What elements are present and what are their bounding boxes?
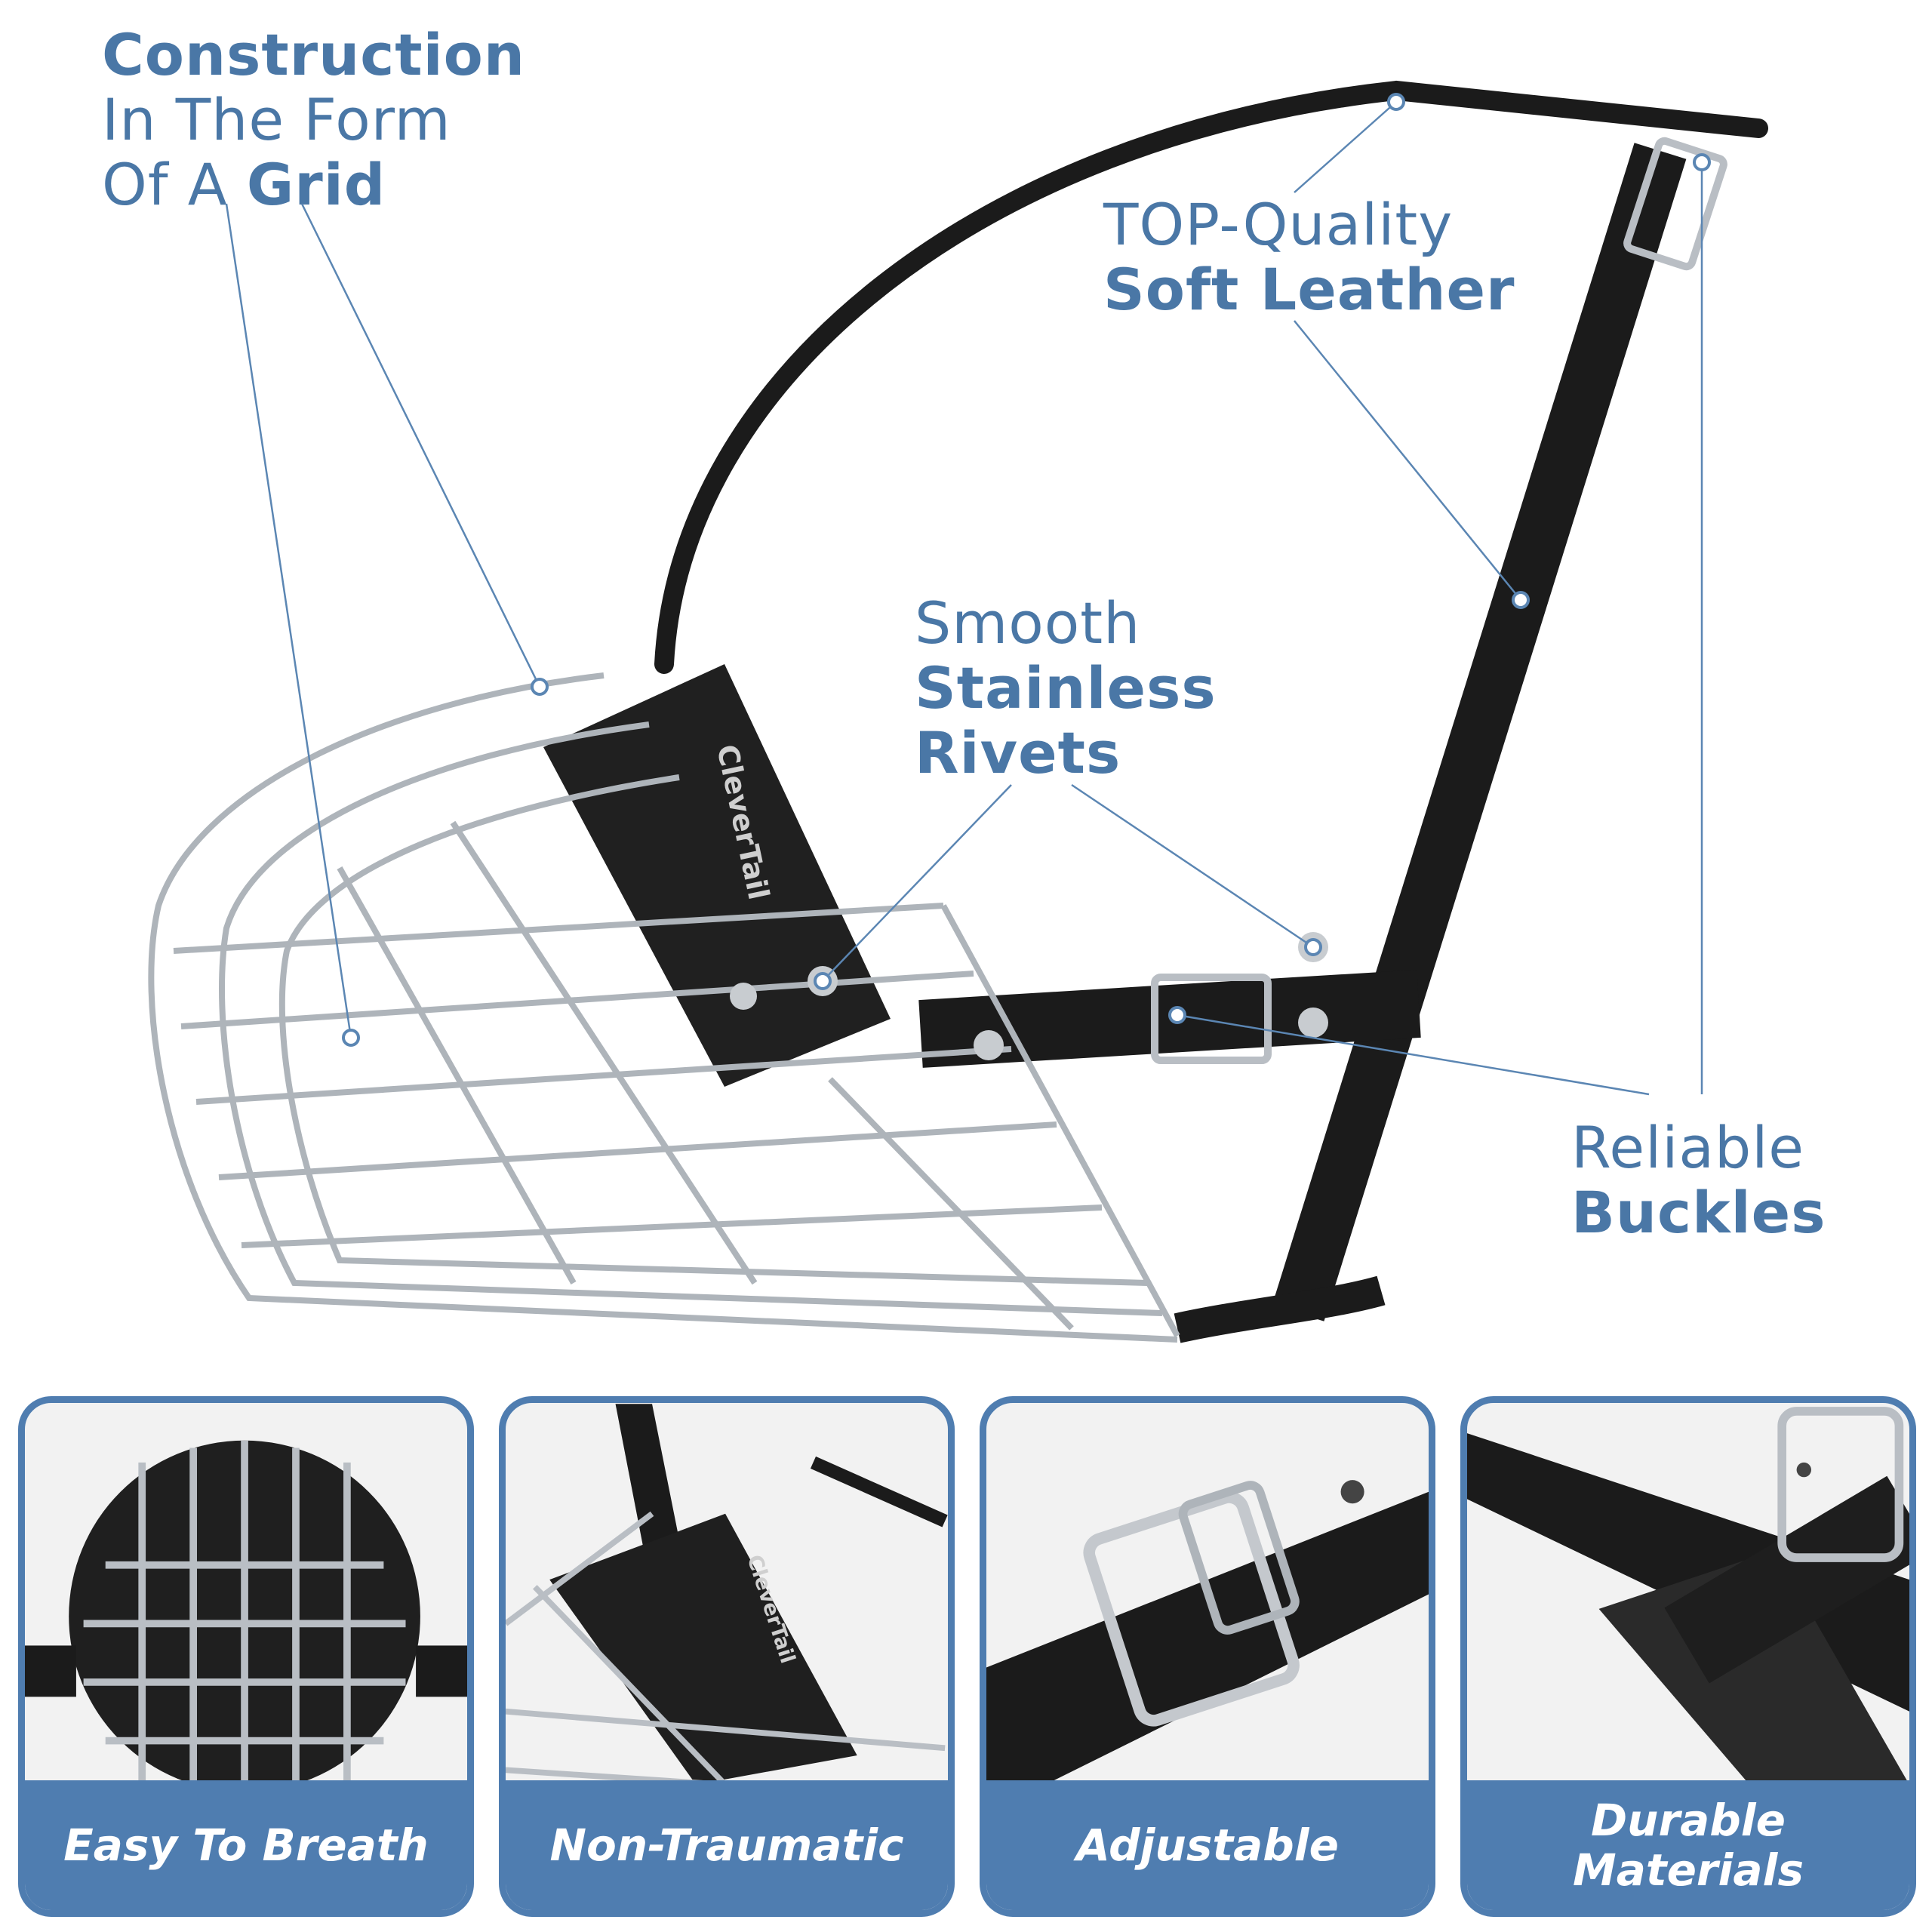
- strap-rivet-2: [1298, 1008, 1328, 1038]
- top-leather-strap: [654, 80, 1768, 674]
- callout-grid-line2: In The Form: [102, 86, 451, 153]
- callout-rivets-line3: Rivets: [915, 719, 1121, 786]
- callout-leather-line2: Soft Leather: [1103, 256, 1515, 323]
- buckle-closeup-icon: [986, 1480, 1429, 1814]
- callout-leather-line1: TOP-Quality: [1103, 191, 1454, 258]
- side-buckle: [1151, 974, 1272, 1064]
- panel-label-adjustable: Adjustable: [986, 1780, 1429, 1910]
- nose-rivet-2: [730, 983, 757, 1010]
- panel-durable-materials: Durable Materials: [1460, 1396, 1916, 1917]
- padded-side-view-icon: CleverTail: [506, 1404, 948, 1803]
- strap-rivet: [974, 1030, 1004, 1060]
- panel-easy-to-breath: Easy To Breath: [18, 1396, 474, 1917]
- callout-rivets: Smooth Stainless Rivets: [915, 591, 1217, 786]
- callout-grid: Construction In The Form Of A Grid: [102, 23, 525, 217]
- panel-label-easy-to-breath: Easy To Breath: [25, 1780, 467, 1910]
- panel-adjustable: Adjustable: [980, 1396, 1435, 1917]
- leather-strap-closeup-icon: [1467, 1407, 1909, 1814]
- front-view-cage-icon: [25, 1440, 467, 1792]
- top-buckle: [1623, 137, 1727, 271]
- muzzle-illustration: CleverTail: [148, 80, 1768, 1343]
- callout-grid-line3: Of A: [102, 151, 247, 218]
- side-leather-strap: [1272, 143, 1687, 1321]
- chin-strap: [1174, 1275, 1386, 1343]
- callout-grid-line1: Construction: [102, 21, 525, 88]
- callout-leather: TOP-Quality Soft Leather: [1103, 192, 1515, 322]
- panel-label-materials: Materials: [1573, 1844, 1804, 1896]
- callout-grid-line3-bold: Grid: [246, 151, 386, 218]
- callout-rivets-line2: Stainless: [915, 654, 1217, 721]
- panel-label-durable-materials: Durable Materials: [1467, 1780, 1909, 1910]
- panel-non-traumatic: CleverTail Non-Traumatic: [499, 1396, 955, 1917]
- padded-nose-band: [543, 664, 891, 1087]
- callout-rivets-line1: Smooth: [915, 589, 1141, 657]
- callout-buckles: Reliable Buckles: [1571, 1115, 1826, 1245]
- callout-buckles-line1: Reliable: [1571, 1114, 1805, 1181]
- callout-buckles-line2: Buckles: [1571, 1179, 1826, 1246]
- panel-label-non-traumatic: Non-Traumatic: [506, 1780, 948, 1910]
- wire-cage: [148, 672, 1180, 1343]
- panel-label-durable: Durable: [1591, 1795, 1786, 1846]
